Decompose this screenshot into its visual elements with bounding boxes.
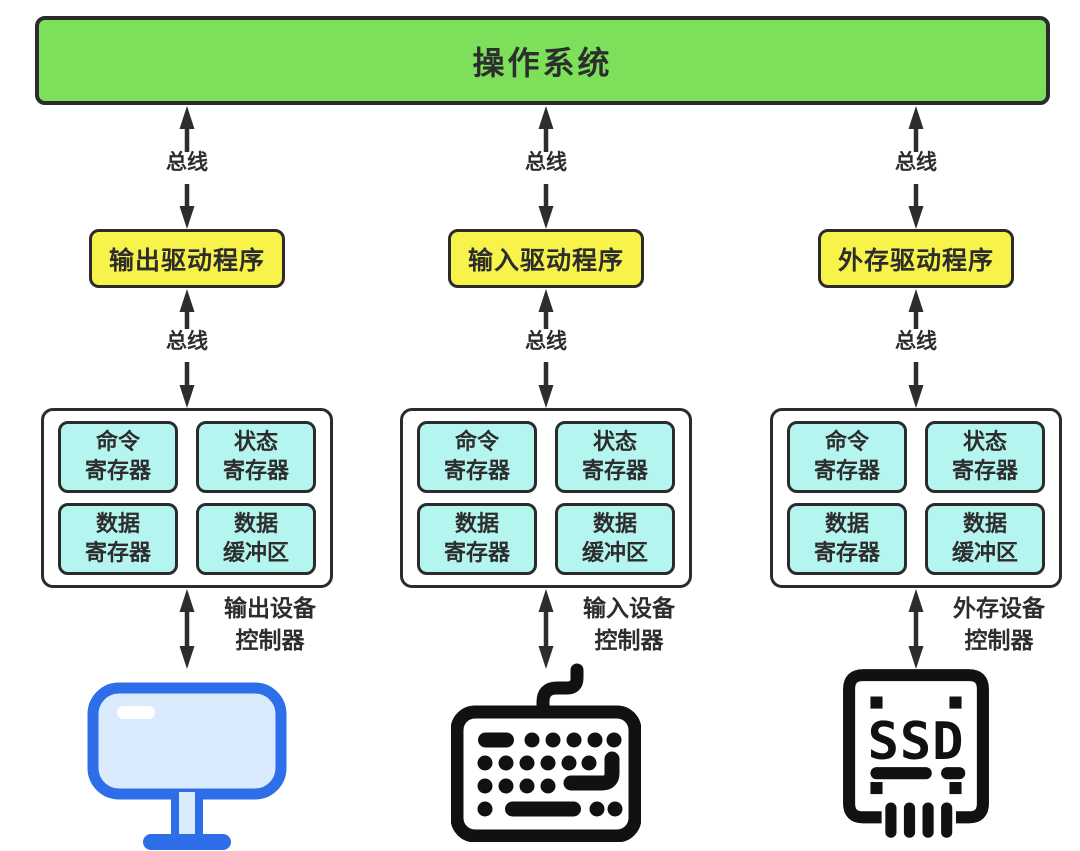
bus-arrow-up-icon — [179, 106, 195, 152]
device-arrow-icon — [179, 589, 195, 669]
register-line: 缓冲区 — [951, 540, 1018, 565]
driver-box-storage: 外存驱动程序 — [818, 229, 1014, 288]
register-command: 命令 寄存器 — [417, 421, 537, 493]
bus-arrow-up-icon — [908, 289, 924, 329]
register-line: 状态 — [592, 429, 637, 455]
ssd-text: SSD — [868, 712, 965, 772]
register-data: 数据 寄存器 — [787, 503, 907, 575]
register-line: 寄存器 — [84, 540, 151, 565]
os-label: 操作系统 — [472, 44, 613, 81]
driver-label: 输入驱动程序 — [467, 246, 624, 275]
register-line: 命令 — [824, 429, 869, 455]
register-line: 数据 — [233, 511, 278, 537]
bus-arrow-up-icon — [538, 289, 554, 329]
bus-arrow-up-icon — [179, 289, 195, 329]
column-input: 总线 输入驱动程序 总线 命令 寄存器 状态 寄存器 数据 寄存器 数据 缓冲区 — [396, 0, 696, 851]
register-line: 数据 — [592, 511, 637, 537]
device-arrow-icon — [908, 589, 924, 669]
register-command: 命令 寄存器 — [58, 421, 178, 493]
bus-arrow-down-icon — [538, 184, 554, 229]
register-data: 数据 寄存器 — [58, 503, 178, 575]
register-line: 寄存器 — [813, 458, 880, 483]
register-line: 缓冲区 — [581, 540, 648, 565]
controller-label-input: 输入设备 控制器 — [583, 595, 675, 654]
device-arrow-icon — [538, 589, 554, 669]
column-output: 总线 输出驱动程序 总线 命令 寄存器 状态 寄存器 数据 寄存器 数据 缓冲区 — [37, 0, 337, 851]
bus-label: 总线 — [525, 330, 567, 353]
register-line: 数据 — [824, 511, 869, 537]
register-line: 缓冲区 — [222, 540, 289, 565]
bus-arrow-down-icon — [179, 362, 195, 408]
column-storage: 总线 外存驱动程序 总线 命令 寄存器 状态 寄存器 数据 寄存器 数据 缓冲区 — [766, 0, 1066, 851]
bus-arrow-down-icon — [908, 184, 924, 229]
register-line: 寄存器 — [951, 458, 1018, 483]
ssd-icon: SSD — [843, 669, 989, 838]
register-line: 寄存器 — [443, 458, 510, 483]
controller-label-storage: 外存设备 控制器 — [953, 595, 1045, 654]
monitor-icon — [87, 682, 287, 850]
bus-label: 总线 — [166, 330, 208, 353]
register-line: 状态 — [233, 429, 278, 455]
register-line: 命令 — [454, 429, 499, 455]
register-status: 状态 寄存器 — [555, 421, 675, 493]
register-buffer: 数据 缓冲区 — [196, 503, 316, 575]
register-line: 数据 — [454, 511, 499, 537]
driver-box-output: 输出驱动程序 — [89, 229, 285, 288]
register-line: 寄存器 — [443, 540, 510, 565]
register-data: 数据 寄存器 — [417, 503, 537, 575]
register-buffer: 数据 缓冲区 — [925, 503, 1045, 575]
controller-box-input: 命令 寄存器 状态 寄存器 数据 寄存器 数据 缓冲区 — [400, 408, 692, 588]
bus-arrow-down-icon — [179, 184, 195, 229]
register-line: 寄存器 — [813, 540, 880, 565]
bus-arrow-up-icon — [538, 106, 554, 152]
bus-label: 总线 — [166, 151, 208, 174]
bus-arrow-down-icon — [538, 362, 554, 408]
bus-label: 总线 — [895, 151, 937, 174]
keyboard-icon — [451, 663, 641, 842]
register-line: 数据 — [95, 511, 140, 537]
register-status: 状态 寄存器 — [925, 421, 1045, 493]
controller-box-storage: 命令 寄存器 状态 寄存器 数据 寄存器 数据 缓冲区 — [770, 408, 1062, 588]
register-command: 命令 寄存器 — [787, 421, 907, 493]
register-line: 寄存器 — [84, 458, 151, 483]
os-box: 操作系统 — [35, 16, 1050, 105]
driver-label: 输出驱动程序 — [108, 246, 265, 275]
bus-arrow-down-icon — [908, 362, 924, 408]
controller-box-output: 命令 寄存器 状态 寄存器 数据 寄存器 数据 缓冲区 — [41, 408, 333, 588]
register-line: 状态 — [962, 429, 1007, 455]
register-line: 寄存器 — [222, 458, 289, 483]
register-line: 数据 — [962, 511, 1007, 537]
bus-label: 总线 — [895, 330, 937, 353]
bus-label: 总线 — [525, 151, 567, 174]
register-line: 寄存器 — [581, 458, 648, 483]
register-buffer: 数据 缓冲区 — [555, 503, 675, 575]
register-line: 命令 — [95, 429, 140, 455]
register-status: 状态 寄存器 — [196, 421, 316, 493]
driver-label: 外存驱动程序 — [837, 246, 994, 275]
driver-box-input: 输入驱动程序 — [448, 229, 644, 288]
bus-arrow-up-icon — [908, 106, 924, 152]
controller-label-output: 输出设备 控制器 — [224, 595, 316, 654]
